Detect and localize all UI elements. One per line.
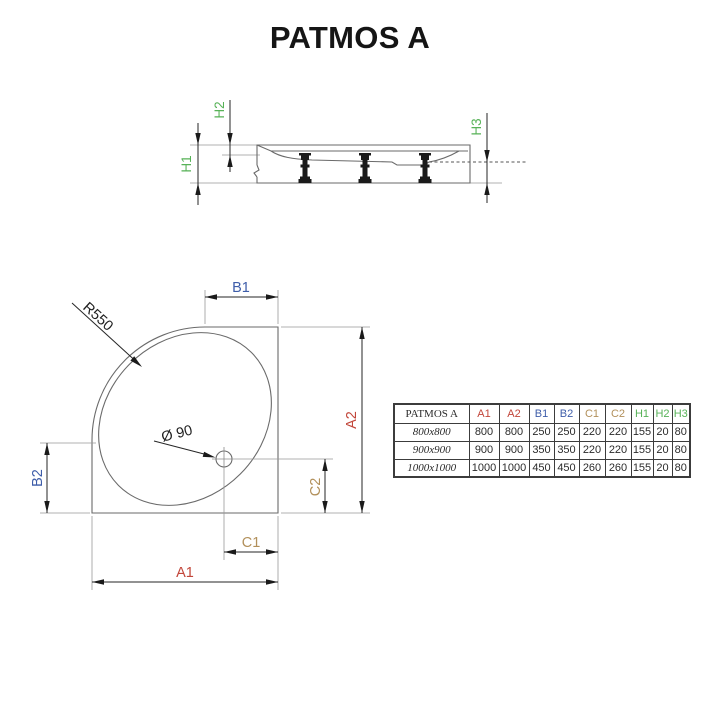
table-header-b1: B1 [528,403,555,424]
row-size-label: 800x800 [393,422,470,442]
top-dimension-arrows [44,294,365,585]
table-header-row: PATMOS A A1 A2 B1 B2 C1 C2 H1 H2 H3 [393,403,691,424]
table-cell: 350 [553,440,580,460]
table-header-c2: C2 [604,403,632,424]
dim-label-h3: H3 [469,118,484,135]
table-cell: 350 [528,440,555,460]
drain-circle [212,447,233,468]
table-cell: 450 [528,458,555,478]
row-size-label: 1000x1000 [393,458,470,478]
table-cell: 155 [630,422,654,442]
table-header-c1: C1 [578,403,606,424]
table-title-cell: PATMOS A [393,403,470,424]
dim-label-c2: C2 [308,478,324,497]
table-cell: 900 [498,440,530,460]
table-cell: 80 [671,440,691,460]
table-header-h2: H2 [652,403,673,424]
table-cell: 220 [604,440,632,460]
table-row: 1000x1000 1000 1000 450 450 260 260 155 … [393,458,691,478]
side-dimension-lines [197,100,488,205]
table-cell: 20 [652,440,673,460]
side-dimension-arrows [195,133,490,195]
table-cell: 80 [671,458,691,478]
table-cell: 450 [553,458,580,478]
table-cell: 220 [578,422,606,442]
dim-label-a1: A1 [176,565,194,581]
side-view-drawing: H1 H2 H3 [179,100,527,205]
table-cell: 155 [630,440,654,460]
table-cell: 220 [604,422,632,442]
tray-profile [253,144,471,184]
top-view-drawing: B1 A2 B2 C2 C1 A1 R550 Ø 90 [30,280,370,590]
dim-label-h1: H1 [179,155,194,172]
table-cell: 20 [652,458,673,478]
table-header-a1: A1 [468,403,500,424]
tray-outline [91,326,279,514]
table-header-h3: H3 [671,403,691,424]
page-title: PATMOS A [269,20,431,55]
top-extension-lines [40,290,370,590]
dim-label-b1: B1 [232,280,250,296]
tray-legs [298,153,432,183]
table-header-b2: B2 [553,403,580,424]
table-cell: 250 [553,422,580,442]
table-cell: 1000 [468,458,500,478]
table-row: 900x900 900 900 350 350 220 220 155 20 8… [393,440,691,460]
table-cell: 260 [578,458,606,478]
top-dimension-lines [46,296,363,583]
side-extension-lines [190,144,502,184]
table-cell: 800 [468,422,500,442]
table-header-h1: H1 [630,403,654,424]
table-cell: 1000 [498,458,530,478]
table-cell: 900 [468,440,500,460]
drain-diameter-label: Ø 90 [160,423,194,446]
table-cell: 155 [630,458,654,478]
dim-label-b2: B2 [30,469,46,487]
table-row: 800x800 800 800 250 250 220 220 155 20 8… [393,422,691,442]
spec-table: PATMOS A A1 A2 B1 B2 C1 C2 H1 H2 H3 800x… [393,403,691,478]
table-cell: 260 [604,458,632,478]
table-cell: 20 [652,422,673,442]
table-cell: 800 [498,422,530,442]
dim-label-c1: C1 [242,535,261,551]
dim-label-a2: A2 [344,411,360,429]
table-header-a2: A2 [498,403,530,424]
table-cell: 80 [671,422,691,442]
radius-label: R550 [79,299,115,334]
table-cell: 220 [578,440,606,460]
table-cell: 250 [528,422,555,442]
dim-label-h2: H2 [212,101,227,118]
row-size-label: 900x900 [393,440,470,460]
